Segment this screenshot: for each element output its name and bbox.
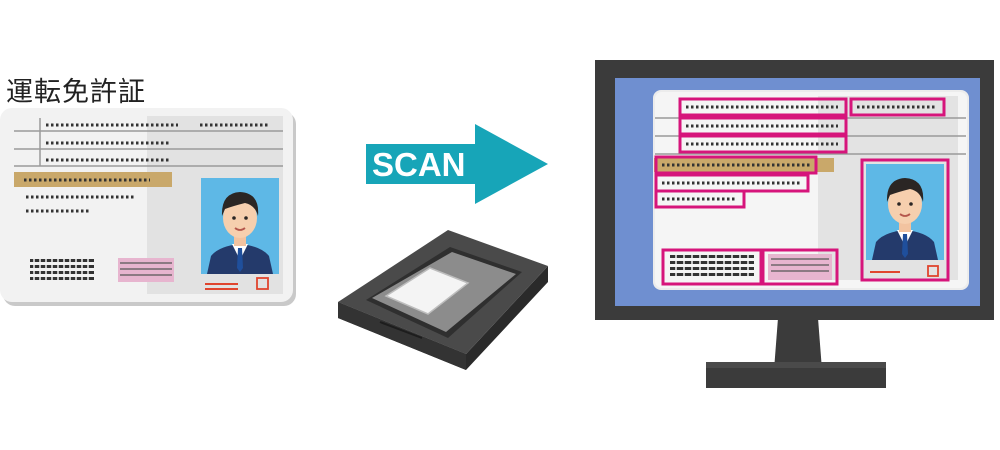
scanner-device-icon bbox=[338, 230, 548, 370]
monitor-icon bbox=[595, 60, 994, 388]
scan-label: SCAN bbox=[372, 146, 466, 183]
person-photo-icon bbox=[865, 163, 945, 261]
license-card-icon bbox=[0, 108, 296, 306]
license-card-title: 運転免許証 bbox=[6, 77, 146, 108]
scan-arrow-icon bbox=[366, 124, 548, 204]
